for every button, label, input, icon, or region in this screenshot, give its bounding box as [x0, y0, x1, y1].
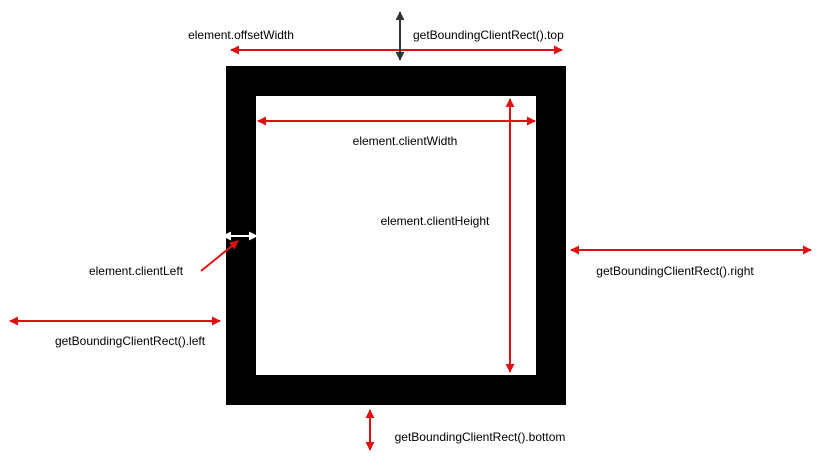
- client-height-label: element.clientHeight: [381, 214, 490, 228]
- rect-left-label: getBoundingClientRect().left: [55, 334, 206, 348]
- rect-bottom-label: getBoundingClientRect().bottom: [395, 430, 566, 444]
- element-content-box: [256, 96, 536, 375]
- client-width-label: element.clientWidth: [353, 134, 458, 148]
- client-left-label: element.clientLeft: [89, 264, 184, 278]
- rect-top-label: getBoundingClientRect().top: [413, 28, 564, 42]
- rect-right-label: getBoundingClientRect().right: [596, 264, 754, 278]
- offset-width-label: element.offsetWidth: [188, 28, 294, 42]
- client-left-pointer: [200, 240, 239, 272]
